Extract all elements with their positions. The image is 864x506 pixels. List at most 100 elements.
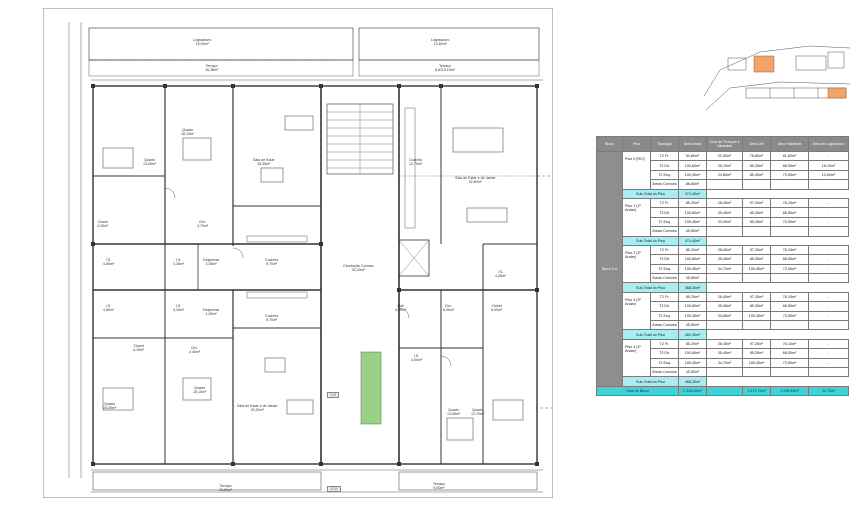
table-cell: T2 Fr. <box>650 291 679 303</box>
table-cell: 105,45m² <box>678 357 707 369</box>
table-cell: 34,70m² <box>706 357 743 369</box>
table-cell: 33,05m² <box>706 216 743 228</box>
table-cell: 85,20m² <box>678 291 707 303</box>
piso-cell: Piso 0 (R/C) <box>622 151 651 190</box>
table-cell: 34,70m² <box>706 263 743 275</box>
table-cell: 24,85m² <box>706 169 743 181</box>
table-cell <box>706 320 743 331</box>
table-cell <box>742 366 771 378</box>
table-cell: 35,45m² <box>706 301 743 312</box>
table-cell: 35,15m² <box>706 160 743 171</box>
table-cell <box>742 320 771 331</box>
table-cell: - <box>808 216 849 228</box>
table-cell: T3 Dir. <box>650 207 679 218</box>
table-cell: 105,45m² <box>678 169 707 181</box>
room-label: Circ.6,00m² <box>443 304 455 313</box>
table-cell: T3 Dir. <box>650 160 679 171</box>
table-cell: 85,20m² <box>678 197 707 209</box>
table-cell <box>808 179 849 190</box>
col-header: Tipologia <box>650 136 679 152</box>
table-cell: 76,15m² <box>770 291 809 303</box>
table-cell: Áreas Comuns <box>650 320 679 331</box>
table-cell: 85,35m² <box>742 348 771 359</box>
subtotal-blank <box>706 282 849 293</box>
table-cell: 28,45m² <box>706 291 743 303</box>
table-cell: Áreas Comuns <box>650 366 679 378</box>
table-cell: - <box>808 244 849 256</box>
subtotal-label: Sub-Total do Piso <box>622 329 679 340</box>
table-cell <box>706 226 743 237</box>
table-cell: T2 Esq. <box>650 216 679 228</box>
table-cell: 76,15m² <box>770 338 809 350</box>
site-map-linework <box>703 45 851 111</box>
table-cell: 45,50m² <box>678 366 707 378</box>
table-cell: 34,85m² <box>706 310 743 322</box>
level-stamp: 0,00 <box>327 392 340 398</box>
table-cell <box>808 366 849 378</box>
subtotal-label: Sub-Total do Piso <box>622 235 679 246</box>
subtotal-value: 474,45m² <box>678 235 707 246</box>
total-cell: 1 098,45m² <box>770 385 809 397</box>
table-cell: 86,65m² <box>678 179 707 190</box>
col-header: Área de Terraços e Varandas <box>706 136 743 152</box>
table-cell <box>706 273 743 284</box>
table-cell: 85,35m² <box>742 160 771 171</box>
col-header: Área Bruta <box>678 136 707 152</box>
col-header: Área de Logradouro <box>808 136 849 152</box>
table-cell <box>770 366 809 378</box>
table-cell: 45,50m² <box>678 320 707 331</box>
table-cell: 97,25m² <box>742 338 771 350</box>
table-cell: 28,45m² <box>706 244 743 256</box>
col-header: Piso <box>622 136 651 152</box>
table-cell: 97,25m² <box>742 291 771 303</box>
table-cell: 85,20m² <box>678 338 707 350</box>
table-cell: 68,55m² <box>770 301 809 312</box>
table-cell: 100,80m² <box>678 348 707 359</box>
table-cell: 68,55m² <box>770 254 809 265</box>
table-cell: 78,80m² <box>742 150 771 162</box>
piso-cell: Piso 3 (3º Andar) <box>622 291 651 331</box>
table-cell <box>706 366 743 378</box>
table-cell: - <box>808 310 849 322</box>
table-cell: 73,55m² <box>770 310 809 322</box>
table-cell: Áreas Comuns <box>650 226 679 237</box>
table-cell: 35,45m² <box>706 207 743 218</box>
table-cell <box>808 273 849 284</box>
table-cell: 105,45m² <box>742 357 771 369</box>
table-cell: 45,50m² <box>678 226 707 237</box>
table-cell: 85,20m² <box>678 244 707 256</box>
subtotal-blank <box>706 189 849 199</box>
table-cell: T3 Dir. <box>650 301 679 312</box>
table-cell: 68,55m² <box>770 160 809 171</box>
table-cell <box>770 273 809 284</box>
table-cell <box>706 179 743 190</box>
table-cell: 105,45m² <box>742 310 771 322</box>
col-header: Bloco <box>596 136 623 152</box>
subtotal-value: 468,35m² <box>678 376 707 387</box>
table-cell <box>742 226 771 237</box>
table-cell: 18,10m² <box>808 160 849 171</box>
table-header-row: Bloco Piso Tipologia Área Bruta Área de … <box>596 136 849 152</box>
room-label: I.S.3,35m² <box>173 258 185 267</box>
table-cell <box>808 226 849 237</box>
